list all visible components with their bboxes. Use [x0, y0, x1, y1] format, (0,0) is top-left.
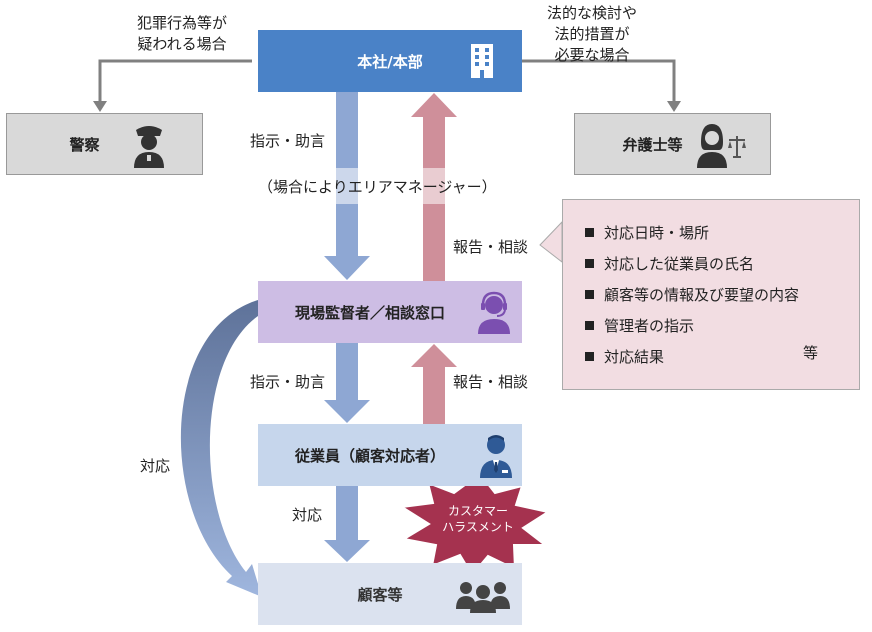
report-mid-label: 報告・相談 [453, 373, 529, 391]
police-label: 警察 [69, 135, 100, 154]
report-item: 顧客等の情報及び要望の内容 [585, 280, 859, 311]
arrow-down-bottom-shaft [336, 486, 358, 541]
report-item-text: 対応日時・場所 [604, 224, 710, 242]
arrow-up-mid-shaft [423, 366, 445, 424]
report-item: 対応した従業員の氏名 [585, 249, 859, 280]
bullet-square-icon [585, 228, 594, 237]
hq-label: 本社/本部 [357, 52, 423, 71]
bullet-square-icon [585, 352, 594, 361]
report-items-etc: 等 [803, 344, 819, 362]
arrow-up-top-head [411, 93, 457, 117]
lawyer-label: 弁護士等 [622, 135, 683, 154]
bullet-square-icon [585, 290, 594, 299]
arrow-down-mid-head [324, 400, 370, 423]
arrow-down-bottom-head [324, 540, 370, 562]
report-items-list: 対応日時・場所対応した従業員の氏名顧客等の情報及び要望の内容管理者の指示対応結果 [585, 218, 859, 373]
harassment-label-line2: ハラスメント [442, 520, 514, 534]
report-item-text: 対応結果 [604, 348, 665, 366]
lawyer-condition-line2: 法的措置が [554, 25, 630, 43]
police-condition-line2: 疑われる場合 [137, 35, 227, 53]
police-condition: 犯罪行為等が 疑われる場合 [116, 13, 248, 55]
employee-box: 従業員（顧客対応者） [258, 424, 522, 486]
police-officer-icon [134, 126, 164, 168]
supervisor-box: 現場監督者／相談窓口 [258, 281, 522, 343]
report-item-text: 管理者の指示 [604, 317, 695, 335]
area-manager-label: （場合によりエリアマネージャー） [258, 178, 497, 196]
employee-icon [480, 435, 512, 478]
respond-left-label: 対応 [140, 457, 171, 475]
note-pointer [539, 220, 563, 264]
connector-to-lawyer [522, 59, 676, 102]
group-icon [456, 582, 510, 613]
report-items-note: 対応日時・場所対応した従業員の氏名顧客等の情報及び要望の内容管理者の指示対応結果… [562, 199, 860, 390]
supervisor-label: 現場監督者／相談窓口 [294, 303, 445, 322]
report-item-text: 顧客等の情報及び要望の内容 [604, 286, 800, 304]
respond-bottom-label: 対応 [292, 506, 323, 524]
arrow-label-band [330, 168, 452, 204]
arrow-curve-respond [180, 300, 262, 597]
police-box: 警察 [6, 113, 203, 175]
instruct-mid-label: 指示・助言 [250, 373, 326, 391]
lawyer-condition-line3: 必要な場合 [554, 46, 630, 64]
connector-to-lawyer-head [667, 101, 681, 112]
police-condition-line1: 犯罪行為等が [136, 14, 227, 32]
building-icon [471, 44, 493, 78]
lawyer-condition-line1: 法的な検討や [546, 4, 637, 22]
report-item: 対応結果 [585, 342, 859, 373]
arrow-up-mid-head [411, 344, 457, 367]
harassment-label-line1: カスタマー [447, 504, 508, 518]
lawyer-box: 弁護士等 [574, 113, 771, 175]
customer-label: 顧客等 [357, 585, 403, 604]
connector-to-police-head [93, 101, 107, 112]
report-item: 管理者の指示 [585, 311, 859, 342]
instruct-top-label: 指示・助言 [250, 132, 326, 150]
harassment-label: カスタマー ハラスメント [428, 503, 528, 535]
lawyer-icon [697, 124, 746, 168]
report-top-label: 報告・相談 [453, 238, 529, 256]
report-item-text: 対応した従業員の氏名 [604, 255, 755, 273]
lawyer-condition: 法的な検討や 法的措置が 必要な場合 [526, 3, 658, 66]
hq-box: 本社/本部 [258, 30, 522, 92]
bullet-square-icon [585, 321, 594, 330]
report-item: 対応日時・場所 [585, 218, 859, 249]
arrow-down-mid-shaft [336, 343, 358, 401]
arrow-down-top-head [324, 256, 370, 280]
customer-box: 顧客等 [258, 563, 522, 625]
employee-label: 従業員（顧客対応者） [294, 446, 445, 465]
bullet-square-icon [585, 259, 594, 268]
headset-operator-icon [478, 291, 510, 334]
connector-to-police [98, 59, 252, 102]
